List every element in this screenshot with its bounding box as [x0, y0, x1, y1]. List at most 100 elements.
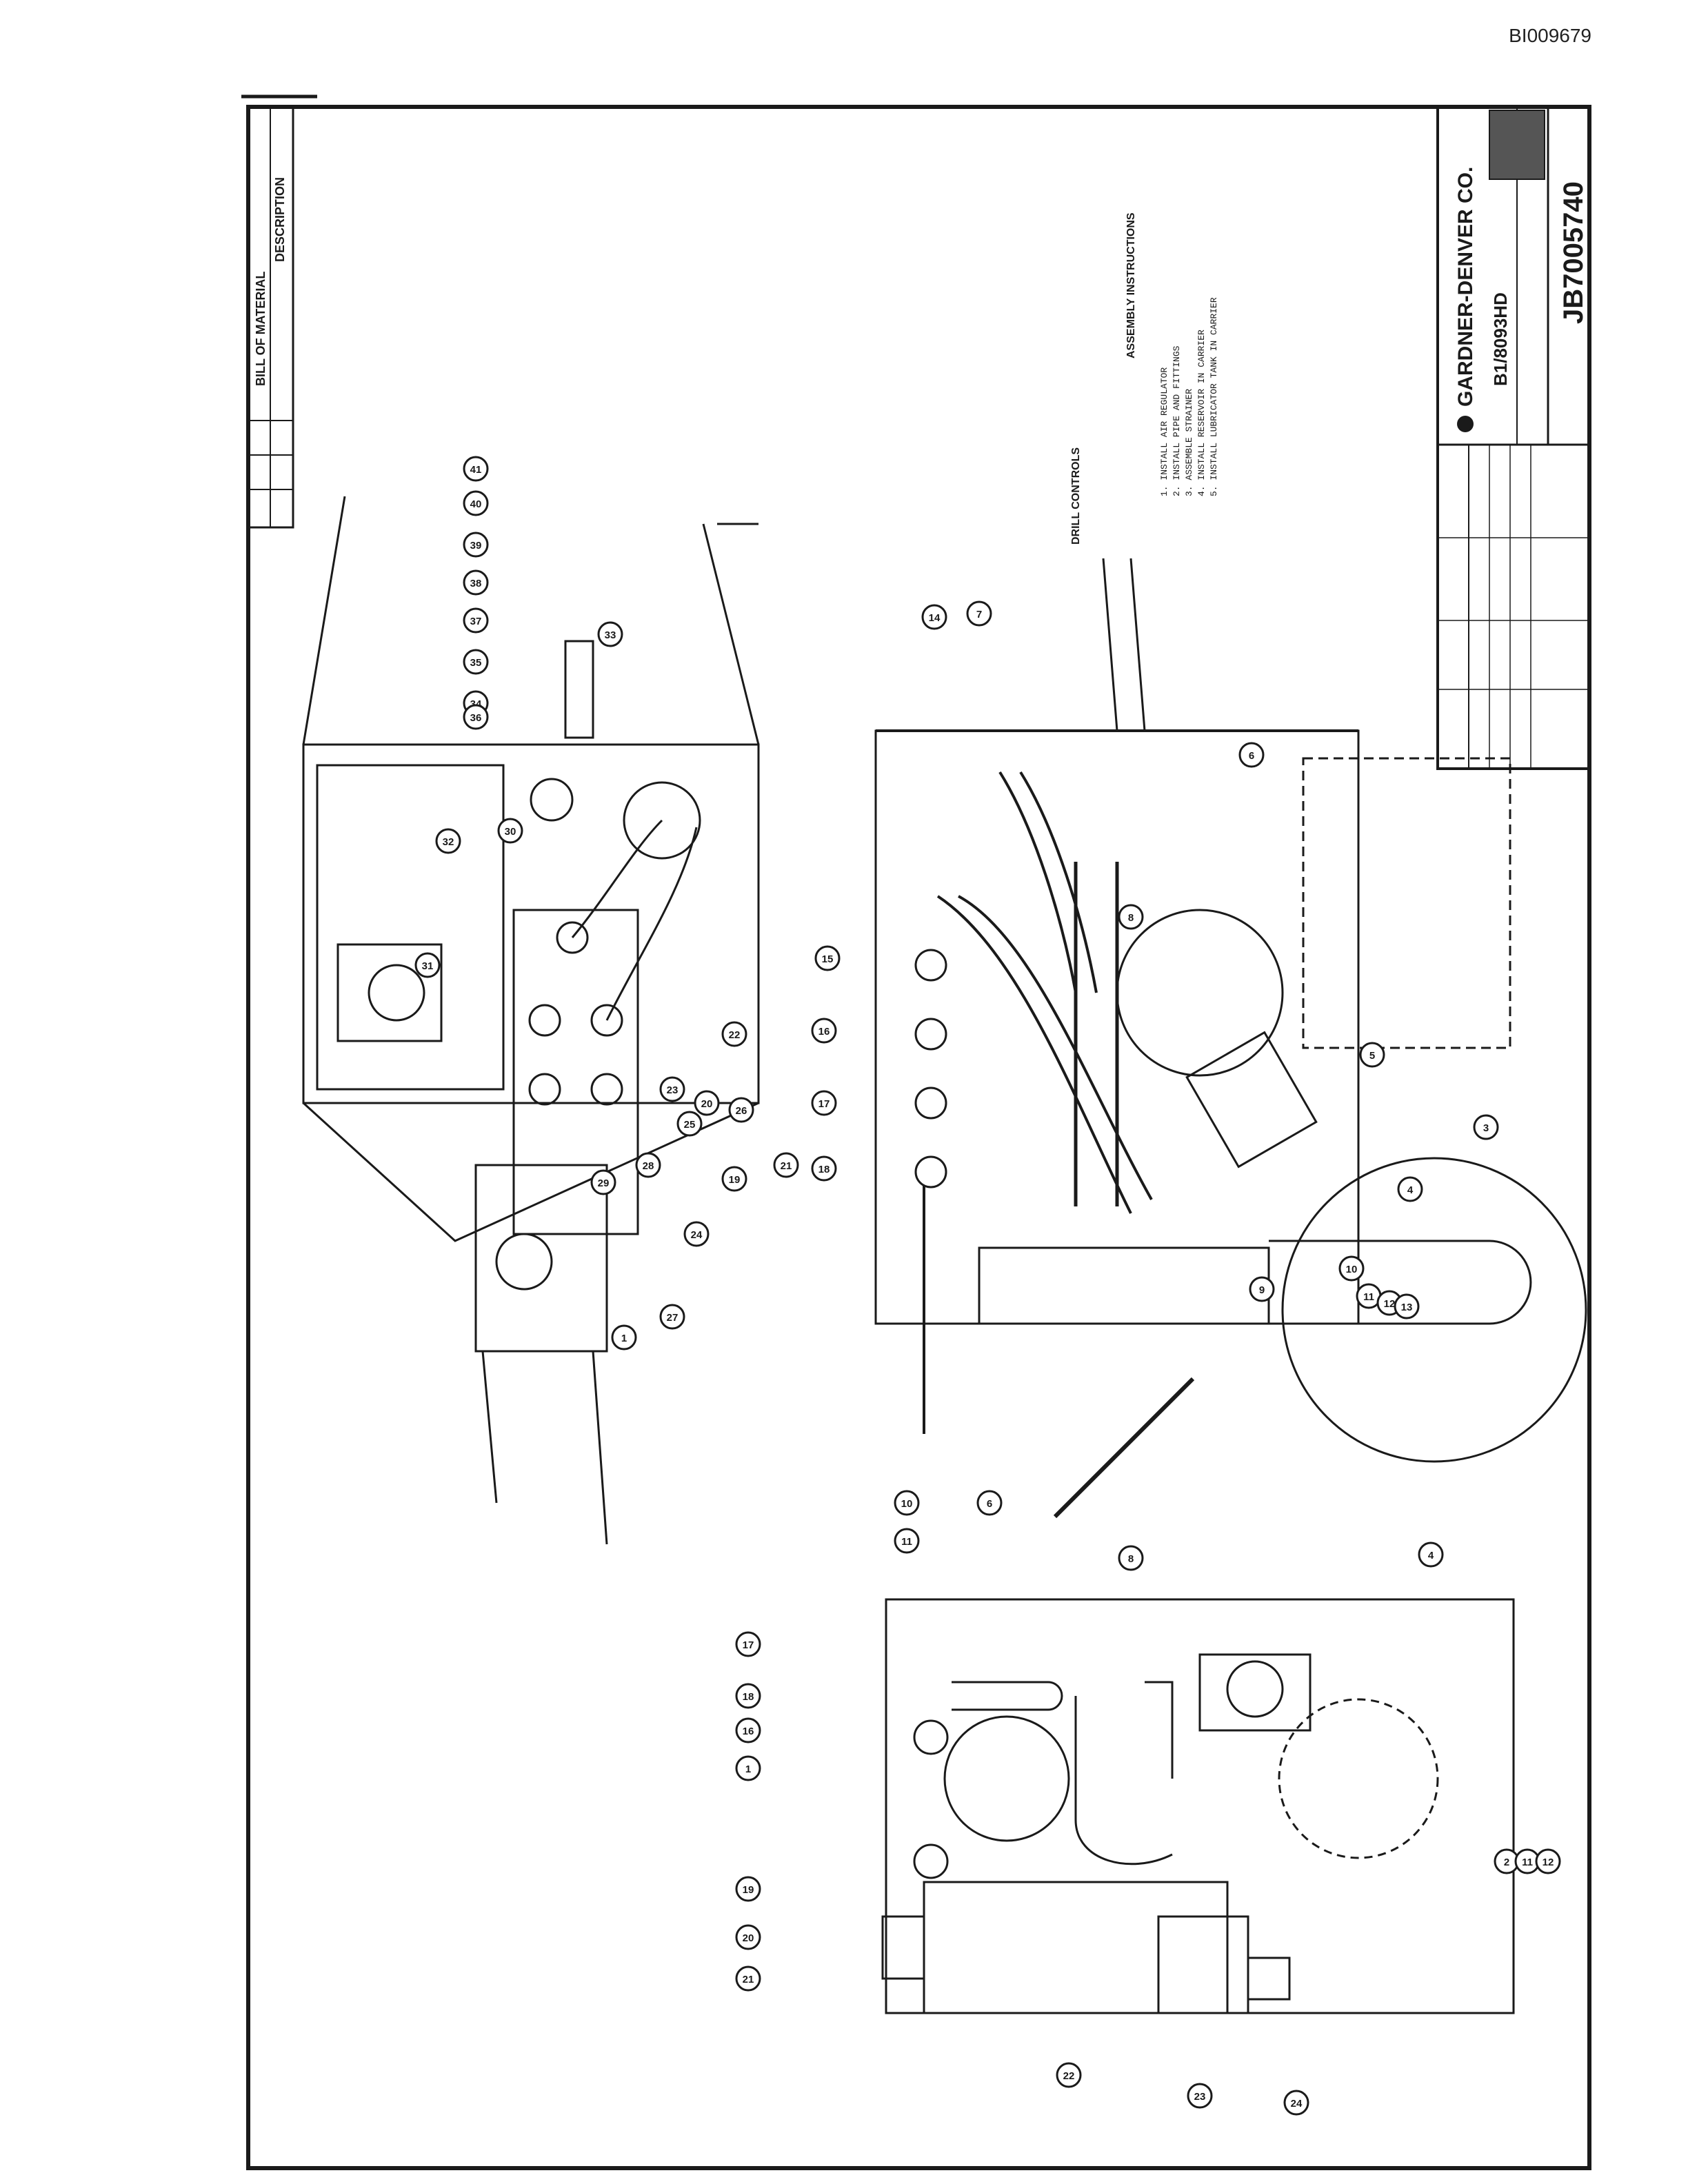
callout-balloon [694, 1090, 720, 1116]
callout-number: 23 [667, 1084, 679, 1096]
callout-number: 39 [470, 540, 482, 552]
callout-balloon [735, 1717, 761, 1743]
note-line-2: 2. INSTALL PIPE AND FITTINGS [1172, 345, 1182, 496]
callout-number: 14 [929, 612, 941, 624]
callout-balloon [676, 1111, 703, 1137]
callout-balloon [728, 1097, 754, 1123]
callout-balloon [1397, 1176, 1423, 1202]
callout-balloon [435, 828, 461, 854]
drawing-border [246, 105, 1591, 2170]
callout-number: 10 [1346, 1264, 1358, 1275]
callout-balloon [1118, 904, 1144, 930]
callout-balloon [1418, 1541, 1444, 1568]
bom-description-label: DESCRIPTION [273, 177, 287, 262]
callout-balloon [735, 1631, 761, 1657]
callout-number: 20 [743, 1932, 754, 1944]
callout-number: 7 [976, 609, 982, 620]
callout-balloon [1283, 2090, 1309, 2116]
sub-number: B1/8093HD [1490, 292, 1511, 386]
callout-number: 21 [743, 1974, 754, 1985]
callout-number: 32 [443, 836, 454, 848]
callout-number: 12 [1384, 1298, 1396, 1310]
callout-balloon [811, 1155, 837, 1182]
callout-number: 1 [621, 1333, 627, 1344]
callout-balloon [773, 1152, 799, 1178]
callout-balloon [735, 1683, 761, 1709]
callout-balloon [1473, 1114, 1499, 1140]
callout-balloon [1238, 742, 1265, 768]
bom-title: BILL OF MATERIAL [254, 272, 268, 386]
callout-balloon [497, 818, 523, 844]
callout-number: 6 [987, 1498, 992, 1510]
callout-number: 38 [470, 578, 482, 589]
drill-controls-label: DRILL CONTROLS [1070, 447, 1082, 545]
company-logo [1457, 416, 1474, 432]
callout-balloon [590, 1169, 616, 1195]
callout-number: 17 [743, 1639, 754, 1651]
notes-heading: ASSEMBLY INSTRUCTIONS [1125, 212, 1137, 358]
callout-number: 30 [505, 826, 516, 838]
callout-balloon [735, 1965, 761, 1992]
callout-number: 10 [901, 1498, 913, 1510]
drawing-number: JB7005740 [1558, 181, 1589, 324]
callout-number: 19 [729, 1174, 741, 1186]
callout-number: 18 [743, 1691, 754, 1703]
callout-balloon [1056, 2062, 1082, 2088]
callout-number: 16 [818, 1026, 830, 1038]
view-bottom [881, 1598, 1515, 2014]
callout-balloon [463, 649, 489, 675]
callout-number: 24 [691, 1229, 703, 1241]
callout-number: 23 [1194, 2091, 1206, 2103]
callout-number: 31 [422, 960, 434, 972]
callout-balloon [976, 1490, 1003, 1516]
callout-number: 25 [684, 1119, 696, 1131]
callout-number: 41 [470, 464, 482, 476]
callout-balloon [735, 1924, 761, 1950]
callout-number: 11 [1522, 1857, 1533, 1868]
callout-number: 11 [901, 1536, 912, 1548]
callout-number: 8 [1128, 1553, 1134, 1565]
callout-number: 3 [1483, 1122, 1489, 1134]
callout-number: 8 [1128, 912, 1134, 924]
callout-number: 29 [598, 1177, 610, 1189]
callout-balloon [894, 1528, 920, 1554]
callout-balloon [1249, 1276, 1275, 1302]
callout-balloon [463, 607, 489, 634]
view-top-left [302, 496, 760, 1545]
note-line-1: 1. INSTALL AIR REGULATOR [1159, 367, 1169, 496]
callout-number: 2 [1504, 1857, 1509, 1868]
callout-balloon [463, 569, 489, 596]
callout-number: 22 [729, 1029, 741, 1041]
callout-number: 36 [470, 712, 482, 724]
callout-number: 26 [736, 1105, 747, 1117]
callout-balloon [659, 1076, 685, 1102]
view-top-right [874, 558, 1587, 1519]
callout-number: 20 [701, 1098, 713, 1110]
callout-number: 16 [743, 1726, 754, 1737]
callout-number: 11 [1363, 1291, 1374, 1303]
callout-balloon [721, 1021, 747, 1047]
callout-balloon [1535, 1848, 1561, 1874]
callout-balloon [414, 952, 441, 978]
callout-balloon [894, 1490, 920, 1516]
callout-number: 22 [1063, 2070, 1075, 2082]
document-id: BI009679 [1509, 25, 1591, 46]
callout-balloon [814, 945, 841, 971]
callout-balloon [597, 621, 623, 647]
callout-balloon [921, 604, 947, 630]
bill-of-materials: BILL OF MATERIAL DESCRIPTION [247, 105, 294, 529]
assembly-notes: ASSEMBLY INSTRUCTIONS 1. INSTALL AIR REG… [1125, 212, 1219, 496]
callout-number: 18 [818, 1164, 830, 1175]
title-block: GARDNER-DENVER CO. B1/8093HD JB7005740 [1436, 105, 1591, 770]
callout-number: 5 [1369, 1050, 1375, 1062]
callout-number: 27 [667, 1312, 679, 1324]
callout-number: 4 [1428, 1550, 1434, 1561]
callout-number: 28 [643, 1160, 654, 1172]
callout-number: 6 [1249, 750, 1254, 762]
callout-number: 33 [605, 629, 616, 641]
callout-number: 9 [1259, 1284, 1265, 1296]
callout-number: 13 [1401, 1302, 1413, 1313]
callout-number: 17 [818, 1098, 830, 1110]
